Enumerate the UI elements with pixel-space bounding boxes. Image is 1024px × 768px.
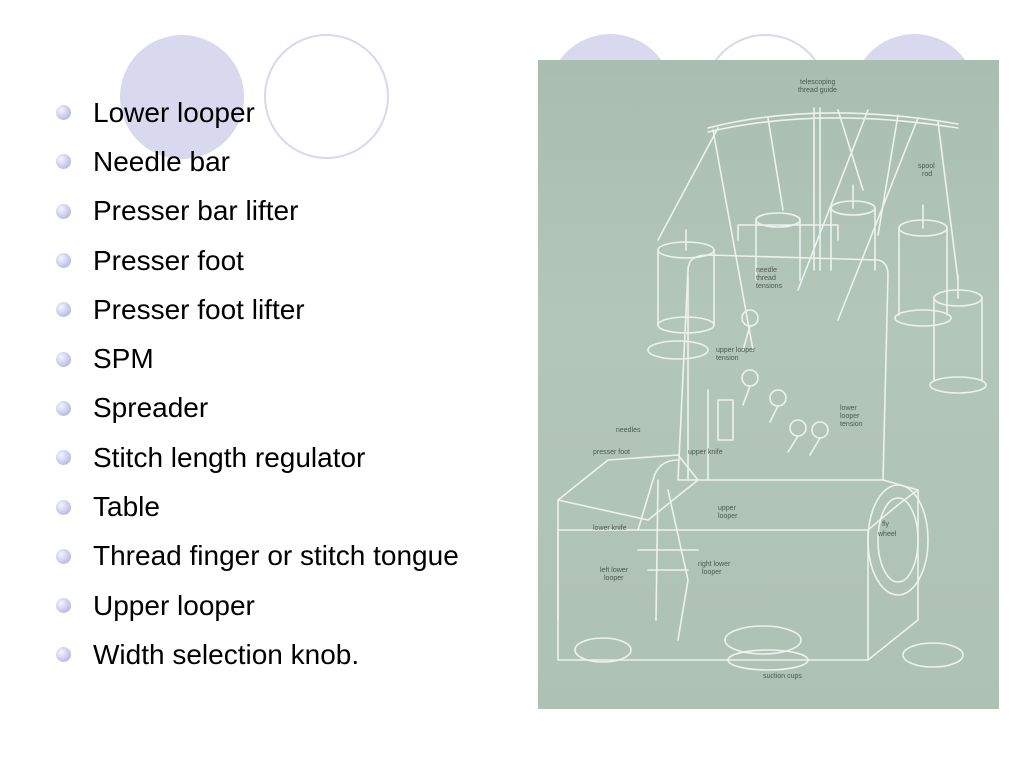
bullet-icon: [56, 647, 71, 663]
bullet-icon: [56, 203, 71, 219]
label-lower: lower: [840, 405, 857, 412]
list-item-text: Needle bar: [93, 145, 230, 177]
list-item: Stitch length regulator: [56, 433, 459, 482]
decor-circle-filled: [120, 35, 244, 159]
list-item-text: Spreader: [93, 392, 209, 424]
list-item-text: Table: [93, 491, 160, 523]
list-item: Table: [56, 482, 459, 531]
label-telescoping: telescoping: [800, 79, 836, 86]
label-fly: fly: [882, 521, 890, 528]
label-lower-knife: lower knife: [593, 525, 627, 532]
list-item-text: Presser foot: [93, 244, 244, 276]
list-item: Presser foot: [56, 236, 459, 285]
bullet-icon: [56, 450, 71, 466]
list-item-text: Width selection knob.: [93, 638, 360, 670]
label-suction-cups: suction cups: [763, 673, 802, 680]
label-upper: upper: [718, 505, 737, 512]
list-item-text: SPM: [93, 343, 154, 375]
label-wheel: wheel: [877, 531, 897, 538]
label-right-lower-looper: looper: [702, 569, 722, 576]
decor-circle-ring: [264, 34, 389, 159]
bullet-icon: [56, 302, 71, 318]
label-thread: thread: [756, 275, 776, 282]
list-item: SPM: [56, 334, 459, 383]
list-item: Width selection knob.: [56, 630, 459, 679]
label-upper-knife: upper knife: [688, 449, 723, 456]
list-item-text: Lower looper: [93, 96, 255, 128]
bullet-icon: [56, 598, 71, 614]
label-thread-guide: thread guide: [798, 87, 837, 94]
bullet-icon: [56, 253, 71, 269]
list-item-text: Presser bar lifter: [93, 195, 299, 227]
list-item-text: Stitch length regulator: [93, 441, 366, 473]
list-item-text: Thread finger or stitch tongue: [93, 540, 459, 572]
label-looper: looper: [840, 413, 860, 420]
list-item: Upper looper: [56, 581, 459, 630]
label-needle: needle: [756, 267, 777, 274]
label-left-lower-looper: looper: [604, 575, 624, 582]
list-item: Spreader: [56, 384, 459, 433]
parts-bullet-list: Lower looper Needle bar Presser bar lift…: [56, 88, 459, 680]
serger-machine-drawing: telescoping thread guide spool rod needl…: [557, 79, 987, 680]
list-item: Presser bar lifter: [56, 187, 459, 236]
list-item: Lower looper: [56, 88, 459, 137]
label-left-lower: left lower: [600, 567, 629, 574]
bullet-icon: [56, 548, 71, 564]
bullet-icon: [56, 154, 71, 170]
list-item: Thread finger or stitch tongue: [56, 532, 459, 581]
label-needles: needles: [616, 427, 641, 434]
bullet-icon: [56, 400, 71, 416]
serger-diagram-photo: telescoping thread guide spool rod needl…: [538, 60, 999, 709]
label-right-lower: right lower: [698, 561, 731, 568]
label-upper-looper: upper looper: [716, 347, 756, 354]
bullet-icon: [56, 351, 71, 367]
label-upper-looper-tension: tension: [716, 355, 739, 362]
label-upper-looper-part: looper: [718, 513, 738, 520]
label-presser-foot: presser foot: [593, 449, 630, 456]
label-rod: rod: [922, 171, 932, 178]
label-spool: spool: [918, 163, 935, 170]
bullet-icon: [56, 105, 71, 121]
bullet-icon: [56, 499, 71, 515]
label-tensions: tensions: [756, 283, 783, 290]
list-item: Needle bar: [56, 137, 459, 186]
label-lower-looper-tension: tension: [840, 421, 863, 428]
list-item: Presser foot lifter: [56, 285, 459, 334]
list-item-text: Upper looper: [93, 589, 255, 621]
list-item-text: Presser foot lifter: [93, 293, 305, 325]
